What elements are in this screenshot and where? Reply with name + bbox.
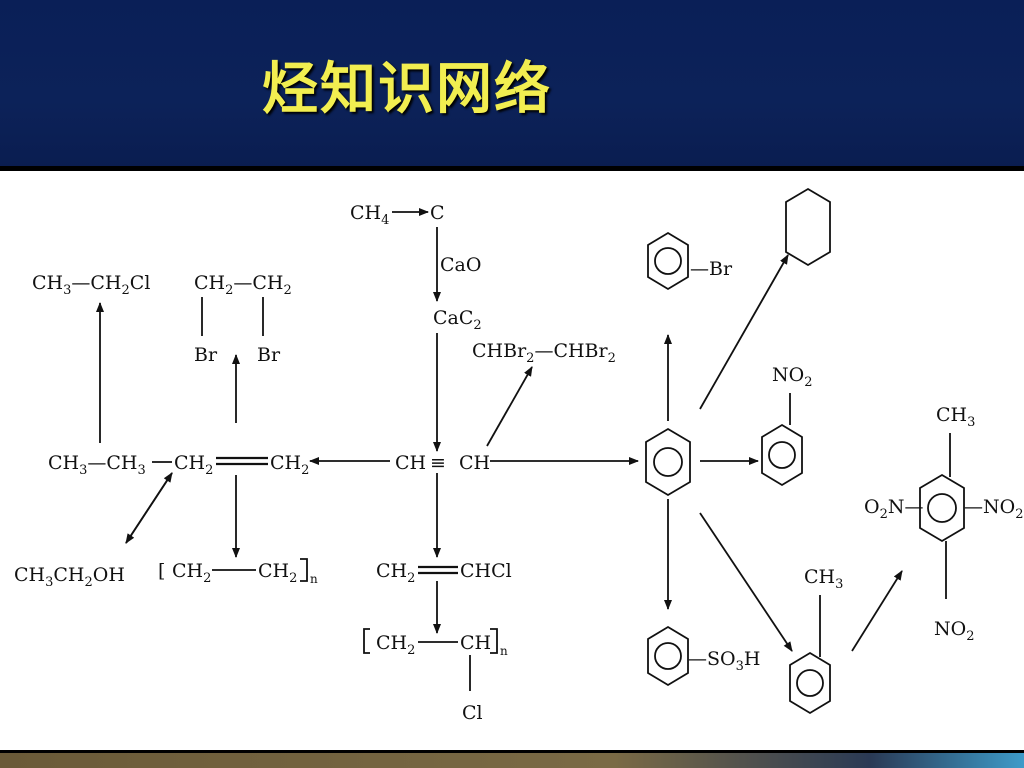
formula-carbon: C [430, 202, 445, 224]
bromobenzene-ring [647, 231, 689, 291]
formula-vinyl-chloride-right: CHCl [460, 560, 512, 582]
footer-bar [0, 750, 1024, 768]
formula-chloroethane: CH3—CH2Cl [32, 272, 150, 298]
formula-tetrabromoethane: CHBr2—CHBr2 [472, 340, 616, 366]
reaction-network-diagram: CH4 C CaO CaC2 CHBr2—CHBr2 CH3—CH2Cl CH2… [14, 187, 1023, 724]
formula-methane: CH4 [350, 202, 389, 228]
triple-bond: ≡ [430, 452, 446, 474]
arrow-acetylene-to-tetrabromoethane [486, 366, 533, 447]
nitrobenzene-ring [761, 423, 803, 487]
formula-pvc-chlorine: Cl [462, 702, 483, 724]
title-separator [0, 166, 1024, 171]
title-bar: 烃知识网络 [0, 0, 1024, 168]
formula-tnt-left-nitro: O2N— [864, 496, 923, 522]
formula-ethane: CH3—CH3 [48, 452, 146, 478]
formula-calcium-oxide: CaO [440, 254, 481, 276]
formula-ethylene-left: CH2 [174, 452, 213, 478]
formula-bromine-left: Br [194, 344, 218, 366]
arrow-ethanol-to-ethylene [125, 472, 173, 544]
slide-title: 烃知识网络 [262, 57, 552, 122]
toluene-ring [789, 651, 831, 715]
formula-nitro-group: NO2 [772, 364, 812, 390]
formula-polyethylene-a: CH2 [172, 560, 211, 586]
formula-tnt-bottom-nitro: NO2 [934, 618, 974, 644]
formula-pvc-ch: CH [460, 632, 491, 654]
arrow-benzene-to-cyclohexane [699, 254, 789, 410]
formula-vinyl-chloride-left: CH2 [376, 560, 415, 586]
polyethylene-n: n [310, 572, 318, 586]
formula-bromobenzene-br: —Br [690, 258, 733, 280]
benzenesulfonic-acid-ring [647, 625, 689, 687]
formula-ethanol: CH3CH2OH [14, 564, 125, 590]
formula-bromine-right: Br [257, 344, 281, 366]
cyclohexane-ring [785, 187, 831, 267]
formula-toluene-methyl: CH3 [804, 566, 843, 592]
formula-tnt-methyl: CH3 [936, 404, 975, 430]
reaction-diagram-area: CH4 C CaO CaC2 CHBr2—CHBr2 CH3—CH2Cl CH2… [0, 171, 1024, 750]
formula-dibromoethane: CH2—CH2 [194, 272, 292, 298]
arrow-benzene-to-toluene [699, 512, 793, 652]
formula-acetylene-left: CH [395, 452, 426, 474]
formula-polyethylene-b: CH2 [258, 560, 297, 586]
tnt-ring [919, 473, 965, 543]
arrow-toluene-to-tnt [851, 570, 903, 652]
formula-tnt-right-nitro: —NO2 [964, 496, 1023, 522]
formula-pvc-ch2: CH2 [376, 632, 415, 658]
formula-calcium-carbide: CaC2 [433, 307, 482, 333]
polyethylene-bracket: [ [158, 560, 165, 582]
pvc-n: n [500, 644, 508, 658]
formula-sulfonic-group: —SO3H [688, 648, 760, 674]
benzene-ring [645, 427, 691, 497]
formula-acetylene-right: CH [459, 452, 490, 474]
formula-ethylene-right: CH2 [270, 452, 309, 478]
